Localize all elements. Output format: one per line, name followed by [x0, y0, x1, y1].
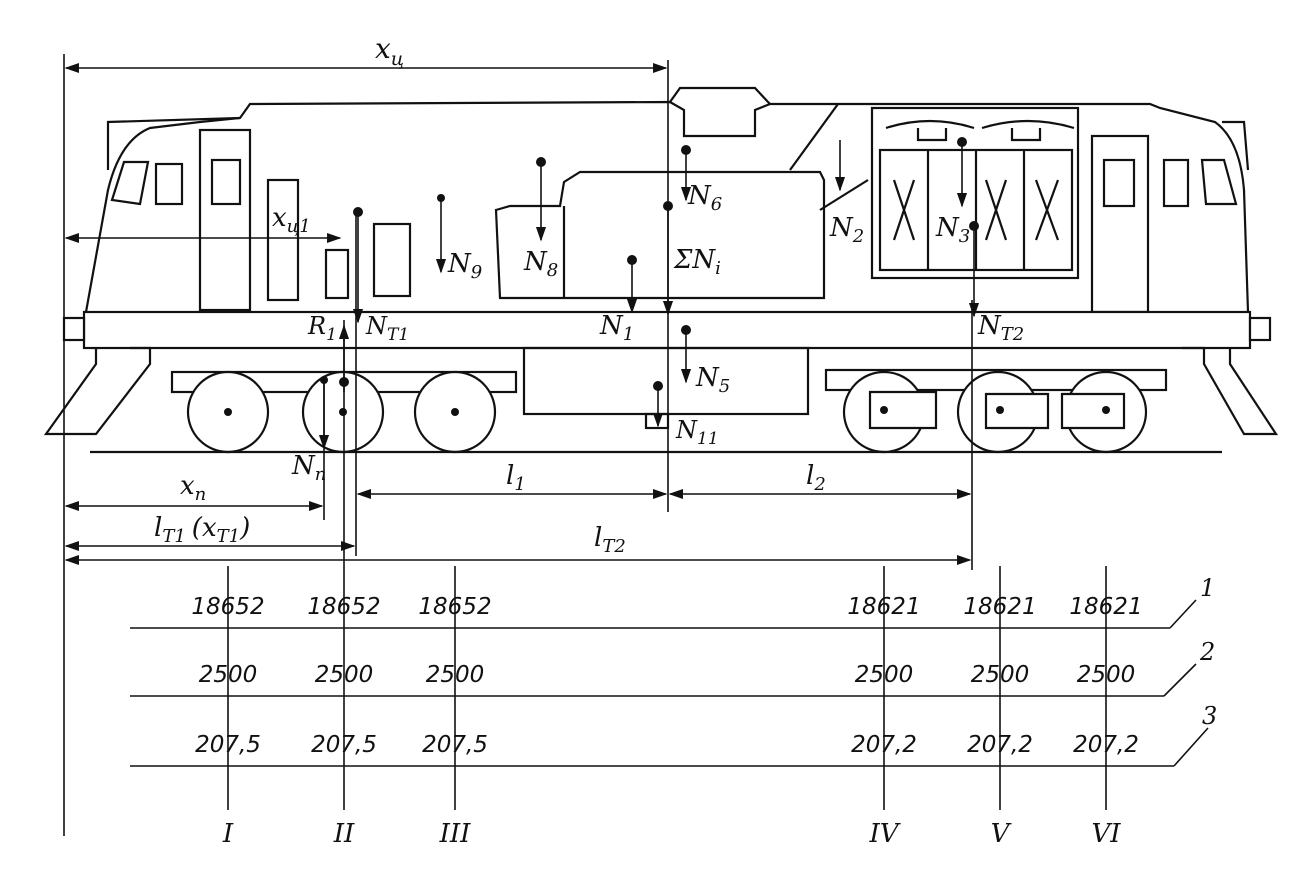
- cell-row2-axle-IV: 2500: [855, 662, 914, 688]
- rear-door-window: [1102, 158, 1136, 208]
- label-N9: N9: [447, 249, 482, 283]
- front-door-window: [210, 158, 242, 206]
- label-sumNi: ΣNi: [673, 245, 721, 279]
- cell-row2-axle-I: 2500: [199, 662, 258, 688]
- label-N1: N1: [599, 311, 634, 345]
- axle-columns: 18652 2500 207,5I 18652 2500 207,5II 18652 2500…: [191, 566, 1143, 849]
- rear-pilot: [1182, 346, 1279, 436]
- front-window-2: [154, 162, 184, 206]
- cell-row3-axle-III: 207,5: [422, 732, 488, 758]
- row1-leader: [1169, 599, 1197, 629]
- engine-block: [494, 170, 826, 300]
- side-panel-3: [372, 222, 412, 298]
- label-l2: l2: [806, 461, 826, 495]
- cell-row3-axle-V: 207,2: [967, 732, 1033, 758]
- label-NT1: NT1: [365, 312, 409, 345]
- label-R1: R1: [307, 312, 337, 345]
- cell-row3-axle-I: 207,5: [195, 732, 261, 758]
- cell-row3-axle-VI: 207,2: [1073, 732, 1139, 758]
- roof-hatch: [668, 86, 772, 138]
- label-N8: N8: [523, 247, 558, 281]
- rear-coupler: [1248, 316, 1272, 342]
- axlebox-V: [984, 392, 1050, 430]
- axle-label-II: II: [333, 819, 355, 849]
- force-arrows: [318, 137, 980, 450]
- rear-door: [1090, 134, 1150, 314]
- cell-row1-axle-VI: 18621: [1069, 594, 1142, 620]
- rear-window-2: [1200, 158, 1238, 206]
- cooling-section: [870, 106, 1080, 280]
- cell-row1-axle-IV: 18621: [847, 594, 920, 620]
- dimension-lines: [64, 62, 972, 566]
- label-x-c: xц: [375, 32, 404, 70]
- fuel-tank: [522, 346, 810, 416]
- side-panel-2: [324, 248, 350, 300]
- label-lT2: lT2: [594, 523, 626, 557]
- front-window-1: [110, 160, 150, 206]
- radiator-crosses: [892, 179, 1060, 241]
- axle-label-III: III: [439, 819, 472, 849]
- main-frame: [82, 310, 1252, 350]
- tank-drain: [644, 412, 670, 430]
- diagram-labels: xц xц1 N9 N8 N6 ΣNi N2 N3 R1 NT1 N1 NT2 …: [154, 32, 1024, 557]
- front-door: [198, 128, 252, 312]
- row-marker-1: 1: [1200, 574, 1215, 602]
- label-NT2: NT2: [977, 311, 1024, 345]
- row-marker-2: 2: [1199, 638, 1215, 666]
- axle-label-VI: VI: [1091, 819, 1121, 849]
- label-x-c1: xц1: [272, 203, 311, 237]
- cell-row1-axle-II: 18652: [307, 594, 380, 620]
- label-N6: N6: [687, 181, 722, 215]
- cell-row1-axle-V: 18621: [963, 594, 1036, 620]
- cell-row2-axle-V: 2500: [971, 662, 1030, 688]
- side-panel-1: [266, 178, 300, 302]
- fan-1: [885, 119, 975, 142]
- front-pilot: [43, 346, 152, 436]
- front-roof-step: [106, 116, 241, 170]
- cell-row1-axle-I: 18652: [191, 594, 264, 620]
- cell-row3-axle-II: 207,5: [311, 732, 377, 758]
- radiator-dividers: [926, 150, 1026, 270]
- row2-leader: [1163, 663, 1197, 697]
- rear-window-1: [1162, 158, 1190, 208]
- cell-row2-axle-VI: 2500: [1077, 662, 1136, 688]
- label-Nn: Nп: [291, 451, 326, 485]
- rear-roof-step: [1222, 120, 1250, 171]
- cell-row1-axle-III: 18652: [418, 594, 491, 620]
- cell-row2-axle-II: 2500: [315, 662, 374, 688]
- label-lT1: lT1(xT1): [154, 513, 250, 547]
- axle-label-V: V: [991, 819, 1012, 849]
- cell-row2-axle-III: 2500: [426, 662, 485, 688]
- label-N11: N11: [675, 416, 719, 449]
- label-N2: N2: [829, 213, 864, 247]
- slanted-panel: [789, 103, 869, 211]
- front-coupler: [62, 316, 86, 342]
- locomotive-body: [43, 86, 1279, 454]
- label-N3: N3: [935, 213, 970, 247]
- axle-label-I: I: [222, 819, 234, 849]
- axle-label-IV: IV: [868, 819, 900, 849]
- fan-2: [981, 119, 1075, 142]
- row3-leader: [1173, 727, 1209, 767]
- cell-row3-axle-IV: 207,2: [851, 732, 917, 758]
- label-x-n: xп: [180, 471, 206, 505]
- axle-table: 1 2 3 186522500207,5I186522500207,5II186…: [130, 566, 1217, 849]
- axlebox-IV: [868, 390, 938, 430]
- axlebox-VI: [1060, 392, 1126, 430]
- label-l1: l1: [506, 461, 526, 495]
- row-marker-3: 3: [1202, 702, 1217, 730]
- label-N5: N5: [695, 363, 730, 397]
